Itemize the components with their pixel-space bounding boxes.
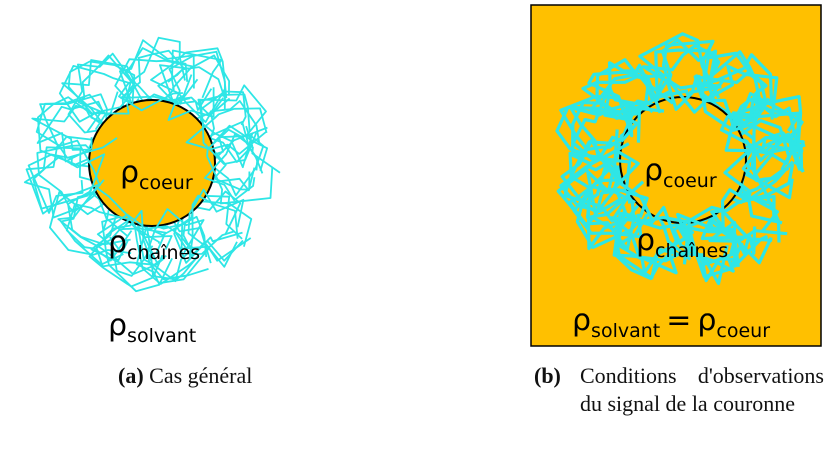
polymer-chain <box>36 100 104 163</box>
polymer-chain <box>676 212 737 273</box>
core-density-label: ρcoeur <box>644 153 717 192</box>
solvent-density-label: ρsolvant <box>108 308 196 347</box>
diagram-general-case: ρcoeur ρchaînes ρsolvant <box>23 36 281 347</box>
polymer-chain <box>700 51 771 132</box>
polymer-chain <box>572 167 654 239</box>
solvent-equals-core-label: ρsolvant=ρcoeur <box>572 303 770 342</box>
diagram-corona-contrast: ρcoeur ρchaînes ρsolvant=ρcoeur <box>530 4 822 347</box>
core-density-label: ρcoeur <box>120 155 193 194</box>
caption-tag: (b) <box>534 363 561 388</box>
chains-density-label: ρchaînes <box>108 225 200 264</box>
polymer-chains-overlay <box>555 38 804 275</box>
polymer-chain <box>641 44 719 114</box>
polymer-chain <box>57 186 138 262</box>
caption-text: Conditions d'observations du signal de l… <box>580 363 824 416</box>
polymer-chain <box>118 36 186 112</box>
polymer-chain <box>556 149 640 228</box>
polymer-chain <box>568 151 645 219</box>
polymer-chain <box>134 210 212 285</box>
polymer-chain <box>67 60 136 115</box>
polymer-chain <box>31 104 118 151</box>
polymer-chain <box>710 193 781 265</box>
polymer-chain <box>719 95 803 162</box>
caption-b: (b) Conditions d'observations du signal … <box>534 362 824 418</box>
polymer-chain <box>603 61 662 121</box>
caption-a: (a) Cas général <box>118 362 318 390</box>
polymer-chain <box>157 66 227 111</box>
polymer-chain <box>724 97 804 154</box>
polymer-chain <box>23 153 106 219</box>
caption-tag: (a) <box>118 363 144 388</box>
caption-text: Cas général <box>149 363 253 388</box>
polymer-chain <box>741 132 802 183</box>
polymer-chain <box>25 139 101 215</box>
polymer-chain <box>96 213 158 277</box>
polymer-chain <box>559 94 637 152</box>
polymer-chains-overlay <box>23 36 281 288</box>
polymer-chain <box>587 70 674 138</box>
polymer-chain <box>702 64 779 130</box>
polymer-chain <box>146 208 209 281</box>
polymer-chain <box>199 93 258 165</box>
polymer-chain <box>101 215 173 293</box>
polymer-chain <box>610 215 691 275</box>
polymer-chain <box>188 194 239 268</box>
polymer-chain <box>58 65 132 123</box>
polymer-chain <box>135 225 210 285</box>
chains-density-label: ρchaînes <box>636 223 728 262</box>
particle-core <box>88 99 216 227</box>
